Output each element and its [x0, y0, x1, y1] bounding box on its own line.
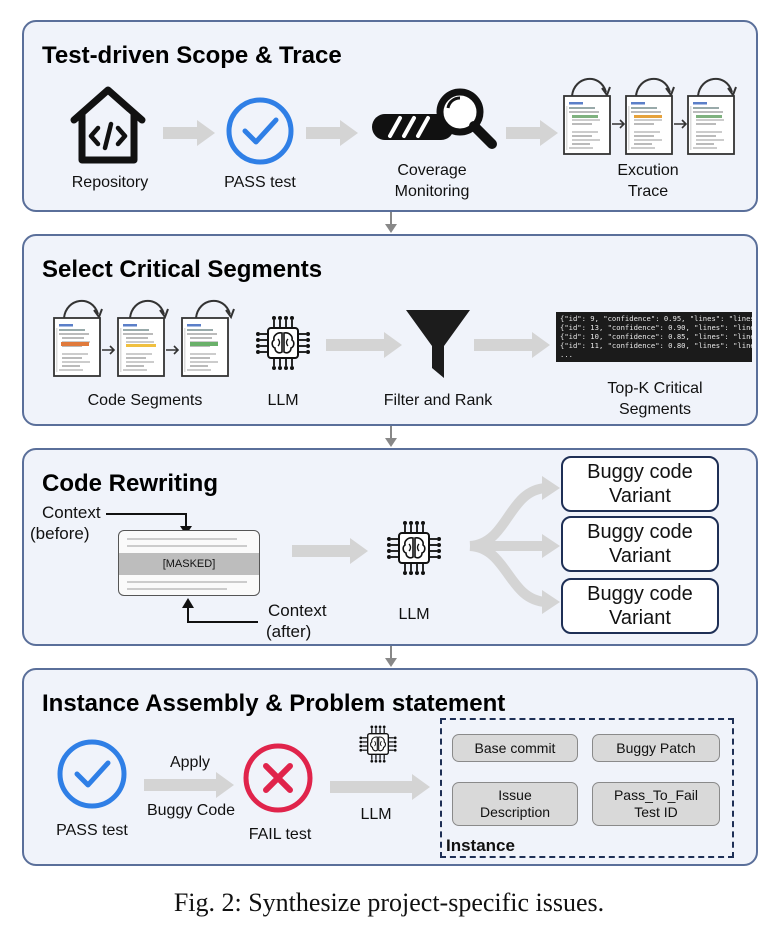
issue-line1: Issue	[498, 787, 532, 803]
filter-rank-label: Filter and Rank	[383, 392, 493, 409]
base-commit-pill: Base commit	[452, 734, 578, 762]
branch-arrows	[469, 476, 560, 614]
instance-label: Instance	[446, 836, 515, 855]
masked-region: [MASKED]	[119, 553, 259, 575]
flow-arrow	[474, 332, 550, 358]
panel-title: Test-driven Scope & Trace	[42, 42, 342, 69]
variant-line2: Variant	[609, 485, 671, 507]
connector-arrow	[385, 212, 397, 233]
json-line: {"id": 11, "confidence": 0.80, "lines": …	[560, 341, 752, 350]
coverage-label-line1: Coverage	[397, 162, 467, 179]
panel-title: Instance Assembly & Problem statement	[42, 690, 506, 717]
connector-arrow	[385, 426, 397, 447]
issue-description-pill: Issue Description	[452, 782, 578, 826]
context-after-line2: (after)	[266, 622, 312, 641]
flow-arrow	[163, 120, 215, 146]
coverage-magnifier-icon	[372, 88, 497, 149]
variant-line1: Buggy code	[587, 583, 693, 605]
chip-brain-icon	[386, 520, 442, 576]
coverage-label-line2: Monitoring	[394, 183, 470, 200]
variant-line1: Buggy code	[587, 461, 693, 483]
context-after-line1: Context	[268, 601, 327, 620]
llm-label: LLM	[360, 806, 392, 823]
trace-label-line1: Excution	[617, 162, 679, 179]
buggy-patch-pill: Buggy Patch	[592, 734, 720, 762]
repository-label: Repository	[71, 174, 149, 191]
variant-line2: Variant	[609, 607, 671, 629]
instance-box	[440, 718, 734, 858]
llm-label: LLM	[267, 392, 299, 409]
llm-label: LLM	[398, 606, 430, 623]
x-circle-icon	[243, 743, 313, 813]
topk-label-line1: Top-K Critical	[607, 380, 703, 397]
code-segments-icon	[53, 299, 235, 377]
variant-line1: Buggy code	[587, 521, 693, 543]
coverage-label: Coverage Monitoring	[372, 160, 492, 202]
check-circle-icon	[226, 97, 294, 165]
connector-arrow	[385, 646, 397, 667]
json-line: {"id": 13, "confidence": 0.90, "lines": …	[560, 323, 752, 332]
figure-caption: Fig. 2: Synthesize project-specific issu…	[173, 888, 605, 917]
buggy-variant-box: Buggy code Variant	[561, 456, 719, 512]
buggy-variant-box: Buggy code Variant	[561, 516, 719, 572]
fail-test-label: FAIL test	[248, 826, 312, 843]
context-after-label: Context (after)	[266, 600, 327, 642]
json-line: {"id": 9, "confidence": 0.95, "lines": "…	[560, 314, 752, 323]
json-output-panel: {"id": 9, "confidence": 0.95, "lines": "…	[556, 312, 752, 362]
chip-brain-icon	[255, 315, 311, 371]
flow-arrow	[506, 120, 558, 146]
trace-label: Excution Trace	[598, 160, 698, 202]
trace-icon	[563, 77, 737, 155]
issue-line2: Description	[479, 804, 551, 820]
context-after-arrow	[182, 598, 258, 623]
masked-code-card: [MASKED]	[118, 530, 260, 596]
pass-test-label: PASS test	[56, 822, 128, 839]
flow-arrow	[144, 772, 234, 798]
panel-title: Select Critical Segments	[42, 256, 323, 283]
flow-arrow	[326, 332, 402, 358]
pass-test-label: PASS test	[224, 174, 296, 191]
code-segments-label: Code Segments	[87, 392, 203, 409]
funnel-icon	[406, 310, 470, 378]
context-before-line1: Context	[42, 503, 101, 522]
topk-label-line2: Segments	[618, 401, 692, 418]
flow-arrow	[306, 120, 358, 146]
trace-label-line2: Trace	[627, 183, 669, 200]
variant-line2: Variant	[609, 545, 671, 567]
json-line: ...	[560, 350, 573, 359]
flow-arrow	[292, 538, 368, 564]
buggy-variant-box: Buggy code Variant	[561, 578, 719, 634]
check-circle-icon	[57, 739, 127, 809]
topk-label: Top-K Critical Segments	[585, 378, 725, 420]
context-before-line2: (before)	[30, 524, 90, 543]
panel-instance-assembly: Instance Assembly & Problem statement	[22, 668, 758, 866]
p2f-line1: Pass_To_Fail	[613, 787, 699, 803]
buggy-code-label: Buggy Code	[146, 802, 236, 819]
repository-icon	[70, 86, 146, 164]
context-before-label: Context (before)	[30, 502, 101, 544]
flow-arrow	[330, 774, 430, 800]
chip-brain-icon	[358, 724, 398, 764]
p2f-line2: Test ID	[634, 804, 678, 820]
panel-title: Code Rewriting	[42, 470, 219, 497]
apply-label: Apply	[169, 754, 211, 771]
pass-to-fail-pill: Pass_To_Fail Test ID	[592, 782, 720, 826]
json-line: {"id": 10, "confidence": 0.85, "lines": …	[560, 332, 752, 341]
